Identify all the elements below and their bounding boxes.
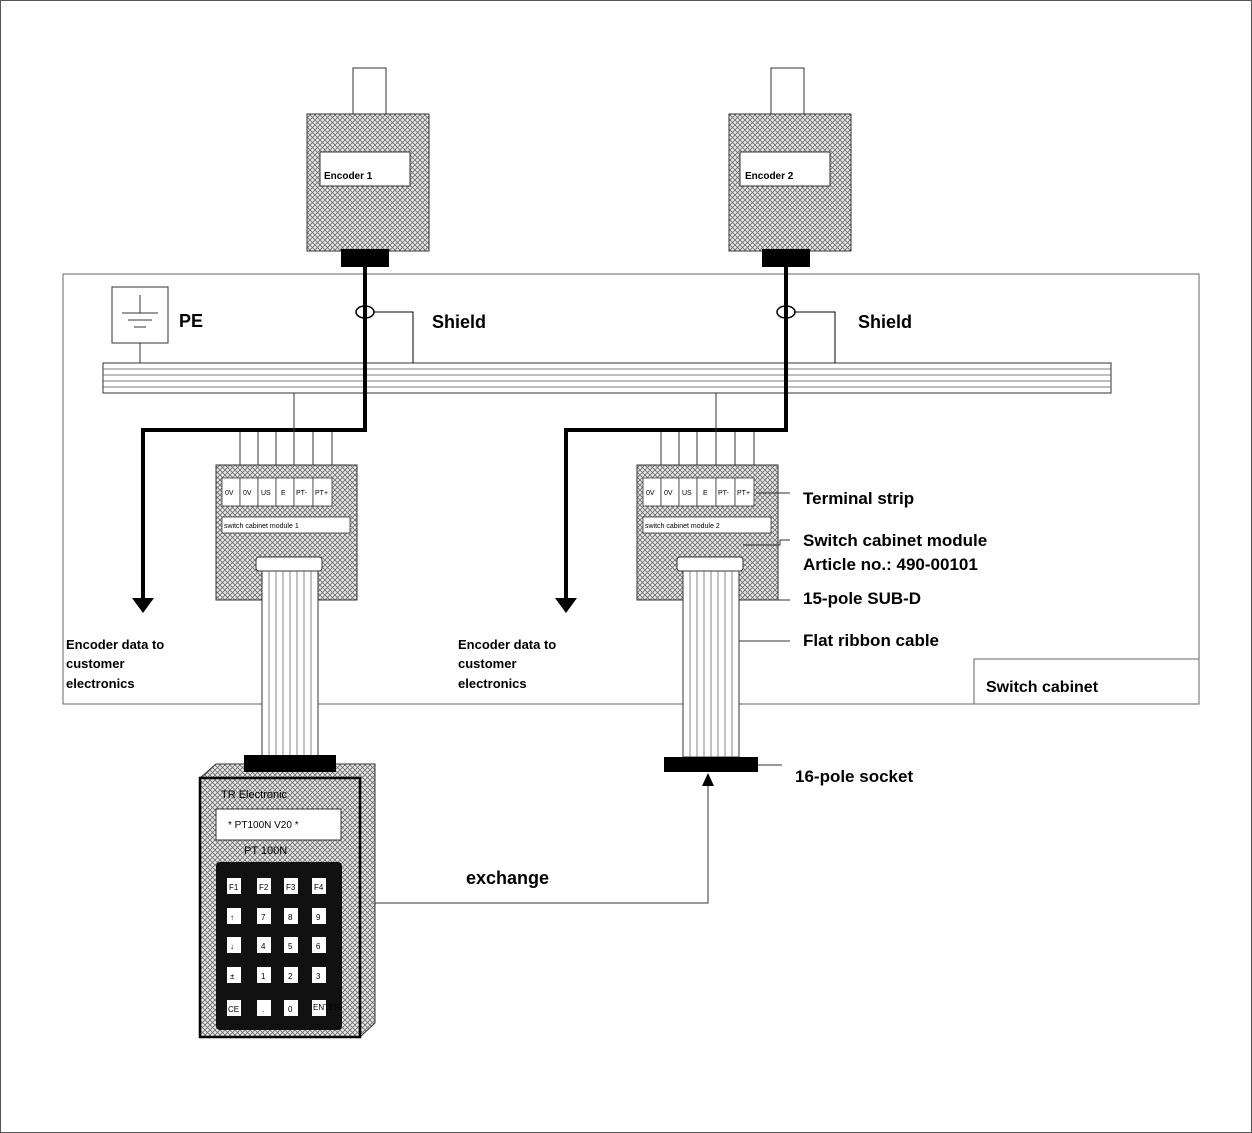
switch-cabinet-module-2: 0V 0V US E PT- PT+ switch cabinet module… [636,393,779,601]
pe-ground: PE [111,286,203,363]
svg-text:electronics: electronics [458,676,527,691]
module-2-label: switch cabinet module 2 [645,523,720,530]
socket-label: 16-pole socket [795,767,913,786]
svg-text:CE: CE [228,1005,239,1014]
keypad [216,862,342,1030]
module-1-label: switch cabinet module 1 [224,523,299,530]
shield-wire-2: Shield [776,305,912,363]
svg-text:F2: F2 [259,883,269,892]
encoder-1-connector [341,249,389,267]
sub-d-connector-2 [676,556,744,572]
svg-text:0V: 0V [225,490,234,497]
svg-text:4: 4 [261,942,266,951]
keypad-keys: F1 F2 F3 F4 ↑ 7 8 9 ↓ 4 5 6 ± 1 2 3 CE .… [227,878,340,1016]
encoder-data-label-2: Encoder data to customer electronics [458,637,556,691]
svg-text:PT-: PT- [296,490,308,497]
encoder-1-label-box [319,151,411,187]
module-1-label-box [221,516,351,534]
encoder-1-shaft [352,67,387,116]
svg-text:PT+: PT+ [737,490,750,497]
svg-text:0: 0 [288,1005,293,1014]
encoder-1-label: Encoder 1 [324,171,373,182]
ribbon-cable-1 [261,570,319,758]
encoder-cable-2 [555,267,788,613]
svg-text:.: . [262,1005,264,1014]
handheld-model: PT 100N [244,845,287,857]
shield-label-1: Shield [432,312,486,332]
svg-text:↓: ↓ [230,942,234,951]
svg-text:5: 5 [288,942,293,951]
svg-text:0V: 0V [664,490,673,497]
socket-16-pole [664,757,758,772]
svg-text:US: US [261,490,271,497]
svg-text:F3: F3 [286,883,296,892]
svg-text:0V: 0V [243,490,252,497]
pe-label: PE [179,311,203,331]
sub-d-label: 15-pole SUB-D [803,589,921,608]
encoder-2: Encoder 2 [728,67,852,267]
svg-text:ENTER: ENTER [313,1003,340,1012]
pt100n-handheld: TR Electronic * PT100N V20 * PT 100N F1 … [198,755,376,1039]
svg-text:3: 3 [316,972,321,981]
handheld-display [215,808,342,841]
svg-text:7: 7 [261,913,266,922]
svg-text:PT-: PT- [718,490,730,497]
flat-ribbon-cable-label: Flat ribbon cable [803,631,939,650]
svg-text:E: E [703,490,708,497]
encoder-data-label-1: Encoder data to customer electronics [66,637,164,691]
svg-text:2: 2 [288,972,293,981]
shield-wire-1: Shield [355,305,486,363]
svg-text:Encoder data to: Encoder data to [66,637,164,652]
svg-text:1: 1 [261,972,266,981]
switch-cabinet-module-1: 0V 0V US E PT- PT+ switch cabinet module… [215,393,358,601]
svg-text:F1: F1 [229,883,239,892]
encoder-2-label-box [739,151,831,187]
switch-cabinet-label: Switch cabinet [986,679,1099,696]
svg-text:electronics: electronics [66,676,135,691]
svg-text:±: ± [230,972,235,981]
svg-text:0V: 0V [646,490,655,497]
encoder-2-label: Encoder 2 [745,171,794,182]
article-no-label: Article no.: 490-00101 [803,555,978,574]
encoder-2-connector [762,249,810,267]
svg-text:customer: customer [458,656,517,671]
exchange-line [375,786,709,904]
svg-text:US: US [682,490,692,497]
sub-d-connector-1 [255,556,323,572]
switch-cabinet-box [62,273,1200,705]
switch-cabinet-module-label: Switch cabinet module [803,531,987,550]
svg-text:E: E [281,490,286,497]
shield-label-2: Shield [858,312,912,332]
bus-bar [102,362,1112,394]
svg-text:Encoder data to: Encoder data to [458,637,556,652]
svg-text:PT+: PT+ [315,490,328,497]
terminal-strip-2: 0V 0V US E PT- PT+ [642,477,755,507]
terminal-strip-label: Terminal strip [803,489,914,508]
encoder-2-shaft [770,67,805,116]
svg-text:6: 6 [316,942,321,951]
svg-text:↑: ↑ [230,913,234,922]
svg-text:8: 8 [288,913,293,922]
svg-text:9: 9 [316,913,321,922]
exchange-label: exchange [466,868,549,888]
ribbon-cable-2 [682,570,740,758]
terminal-strip-1: 0V 0V US E PT- PT+ [221,477,333,507]
encoder-cable-1 [132,267,367,613]
encoder-1: Encoder 1 [306,67,430,267]
switch-cabinet-label-box [973,658,1200,705]
handheld-brand: TR Electronic [221,789,288,801]
exchange-arrowhead [702,773,714,786]
handheld-connector [244,755,336,772]
svg-text:F4: F4 [314,883,324,892]
handheld-display-text: * PT100N V20 * [228,820,299,831]
svg-text:customer: customer [66,656,125,671]
module-2-label-box [642,516,772,534]
